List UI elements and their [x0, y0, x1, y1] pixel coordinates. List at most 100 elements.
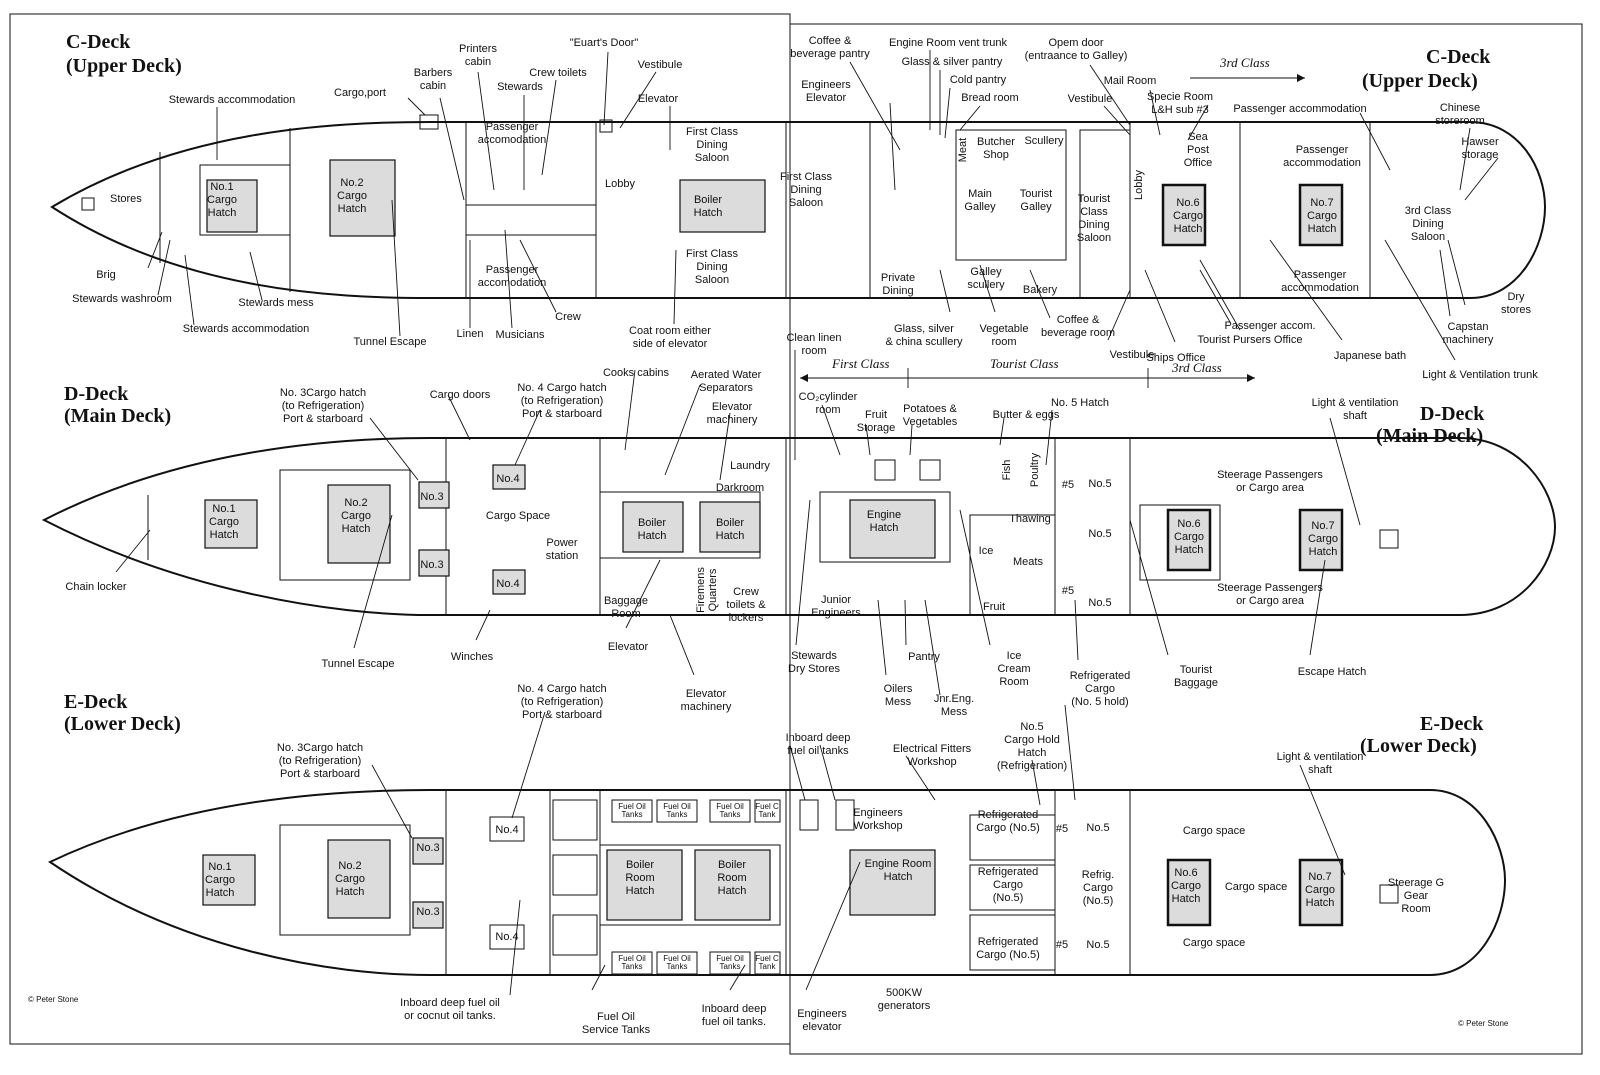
- c-deck-glass-scullery-label: Glass, silver: [894, 323, 954, 335]
- d-boiler1-hatch: [622, 501, 684, 553]
- e-deck-no5-hold-label: Cargo Hold: [1004, 734, 1060, 746]
- c-deck-engineers-elevator-label: Elevator: [806, 92, 847, 104]
- d-deck-engine-hatch-label: Hatch: [870, 522, 899, 534]
- fuel-oil-tank-label: Fuel C: [755, 954, 779, 963]
- fuel-oil-tank-label: Tanks: [667, 810, 688, 819]
- d-deck-no3-hatch-note-label: No. 3Cargo hatch: [280, 387, 366, 399]
- c-deck-no6-label: No.6: [1176, 197, 1199, 209]
- d-deck-no4b-label: No.4: [496, 578, 519, 590]
- c-deck-fc-dining-saloon-label: Saloon: [789, 197, 823, 209]
- c-deck-stewards-label: Stewards: [497, 81, 543, 93]
- d-deck-no1-label: Cargo: [209, 516, 239, 528]
- c-deck-sea-post-label: Office: [1184, 157, 1213, 169]
- e-deck-generators-label: 500KW: [886, 987, 923, 999]
- d-deck-oilers-label: Mess: [885, 696, 912, 708]
- c-deck-private-dining-label: Dining: [882, 285, 913, 297]
- fuel-oil-tank-label: Tanks: [720, 962, 741, 971]
- e-boiler1-hatch: [606, 849, 683, 921]
- c-deck-pass-accom-top-label: accomodation: [478, 134, 547, 146]
- e-deck-sub-left: (Lower Deck): [64, 713, 181, 735]
- e-deck-refrig2-label: (No.5): [993, 892, 1024, 904]
- c-deck-no7-label: No.7: [1310, 197, 1333, 209]
- d-deck-laundry-label: Laundry: [730, 460, 770, 472]
- e-deck-title-right: E-Deck: [1420, 713, 1484, 735]
- c-deck-glass-silver-pantry-label: Glass & silver pantry: [902, 56, 1003, 68]
- c-no2-cargo-hatch: [329, 159, 396, 237]
- c-deck-third-dining-label: 3rd Class: [1405, 205, 1452, 217]
- e-deck-no6-label: Hatch: [1172, 893, 1201, 905]
- e-deck-boiler1-label: Hatch: [626, 885, 655, 897]
- d-deck-steerage-top-label: Steerage Passengers: [1217, 469, 1323, 481]
- c-deck-fc-dining-bot-label: Saloon: [695, 274, 729, 286]
- e-deck-boiler2-label: Hatch: [718, 885, 747, 897]
- c-deck-stewards-washroom-label: Stewards washroom: [72, 293, 172, 305]
- e-deck-refrig1-label: Refrigerated: [978, 809, 1039, 821]
- d-deck-no2-label: Hatch: [342, 523, 371, 535]
- c-deck-euarts-door-label: "Euart's Door": [570, 37, 639, 49]
- c-deck-stewards-accom-top-label: Stewards accommodation: [169, 94, 296, 106]
- c-deck-sub-left: (Upper Deck): [66, 55, 182, 77]
- e-deck-refrig2-label: Refrigerated: [978, 866, 1039, 878]
- c-deck-linen-label: Linen: [457, 328, 484, 340]
- e-no2-cargo-hatch: [327, 839, 391, 919]
- e-deck-h5a-label: #5: [1056, 823, 1068, 835]
- d-deck-ice-label: Ice: [979, 545, 994, 557]
- e-deck-h5b-label: #5: [1056, 939, 1068, 951]
- d-deck-ice-cream-label: Room: [999, 676, 1028, 688]
- e-deck-engine-room-label: Engine Room: [865, 858, 932, 870]
- c-deck-cargo-port-label: Cargo,port: [334, 87, 386, 99]
- c-deck-cold-pantry-label: Cold pantry: [950, 74, 1007, 86]
- e-deck-no5b-label: No.5: [1086, 939, 1109, 951]
- c-deck-glass-scullery-label: & china scullery: [885, 336, 963, 348]
- d-deck-light-vent-label: shaft: [1343, 410, 1367, 422]
- d-deck-no5c-label: No.5: [1088, 597, 1111, 609]
- d-deck-no3-hatch-note-label: Port & starboard: [283, 413, 363, 425]
- c-deck-japanese-bath-label: Japanese bath: [1334, 350, 1406, 362]
- c-deck-barbers-label: cabin: [420, 80, 446, 92]
- d-deck-no5b-label: No.5: [1088, 528, 1111, 540]
- e-deck-inboard-coconut-label: or cocnut oil tanks.: [404, 1010, 496, 1022]
- e-fuel-oil-tank-boxes: [611, 799, 781, 975]
- c-deck-fc-dining-top-label: First Class: [686, 126, 738, 138]
- c-deck-elevator-label: Elevator: [638, 93, 679, 105]
- fuel-oil-tank-label: Tanks: [622, 810, 643, 819]
- d-deck-elevator-mach-bot-label: machinery: [681, 701, 732, 713]
- c-deck-sea-post-label: Sea: [1188, 131, 1208, 143]
- d-deck-no4-hatch-note-label: Port & starboard: [522, 408, 602, 420]
- c-deck-hawser-label: storage: [1462, 149, 1499, 161]
- e-deck-boiler1-label: Room: [625, 872, 654, 884]
- d-deck-baggage-label: Baggage: [604, 595, 648, 607]
- c-deck-vestibule-r-label: Vestibule: [1068, 93, 1113, 105]
- d-deck-engine-hatch-label: Engine: [867, 509, 901, 521]
- d-deck-clean-linen-label: Clean linen: [786, 332, 841, 344]
- e-deck-inboard-coconut-label: Inboard deep fuel oil: [400, 997, 500, 1009]
- c-deck-tourist-galley-label: Galley: [1020, 201, 1052, 213]
- d-no3b-hatch: [418, 549, 450, 577]
- e-deck-no5a-label: No.5: [1086, 822, 1109, 834]
- d-no4a-hatch: [492, 464, 526, 490]
- d-deck-butter-label: Butter & eggs: [993, 409, 1060, 421]
- e-deck-refrig-cargo-label: Cargo: [1083, 882, 1113, 894]
- c-deck-specie-room-label: L&H sub #3: [1151, 104, 1208, 116]
- c-deck-pass-accom-b-label: Passenger accom.: [1224, 320, 1315, 332]
- d-deck-no3b-label: No.3: [420, 559, 443, 571]
- e-deck-no1-label: Hatch: [206, 887, 235, 899]
- c-deck-title-left: C-Deck: [66, 31, 131, 53]
- d-deck-clean-linen-label: room: [801, 345, 826, 357]
- e-deck-no2-label: No.2: [338, 860, 361, 872]
- c-deck-bread-room-label: Bread room: [961, 92, 1018, 104]
- e-deck-no7-label: Cargo: [1305, 884, 1335, 896]
- e-deck-eng-elevator-label: elevator: [802, 1021, 841, 1033]
- tourist-class-label: Tourist Class: [990, 356, 1059, 371]
- d-deck-no7-label: Hatch: [1309, 546, 1338, 558]
- d-deck-elevator-mach-top-label: Elevator: [712, 401, 753, 413]
- c-deck-fc-dining-bot-label: First Class: [686, 248, 738, 260]
- e-no1-cargo-hatch: [202, 854, 256, 906]
- e-deck-fuel-service-label: Fuel Oil: [597, 1011, 635, 1023]
- e-deck-no4b-label: No.4: [495, 931, 518, 943]
- e-deck-no4a-label: No.4: [495, 824, 518, 836]
- d-deck-winches-label: Winches: [451, 651, 494, 663]
- d-deck-fruit-label: Fruit: [983, 601, 1005, 613]
- e-deck-electrical-label: Electrical Fitters: [893, 743, 972, 755]
